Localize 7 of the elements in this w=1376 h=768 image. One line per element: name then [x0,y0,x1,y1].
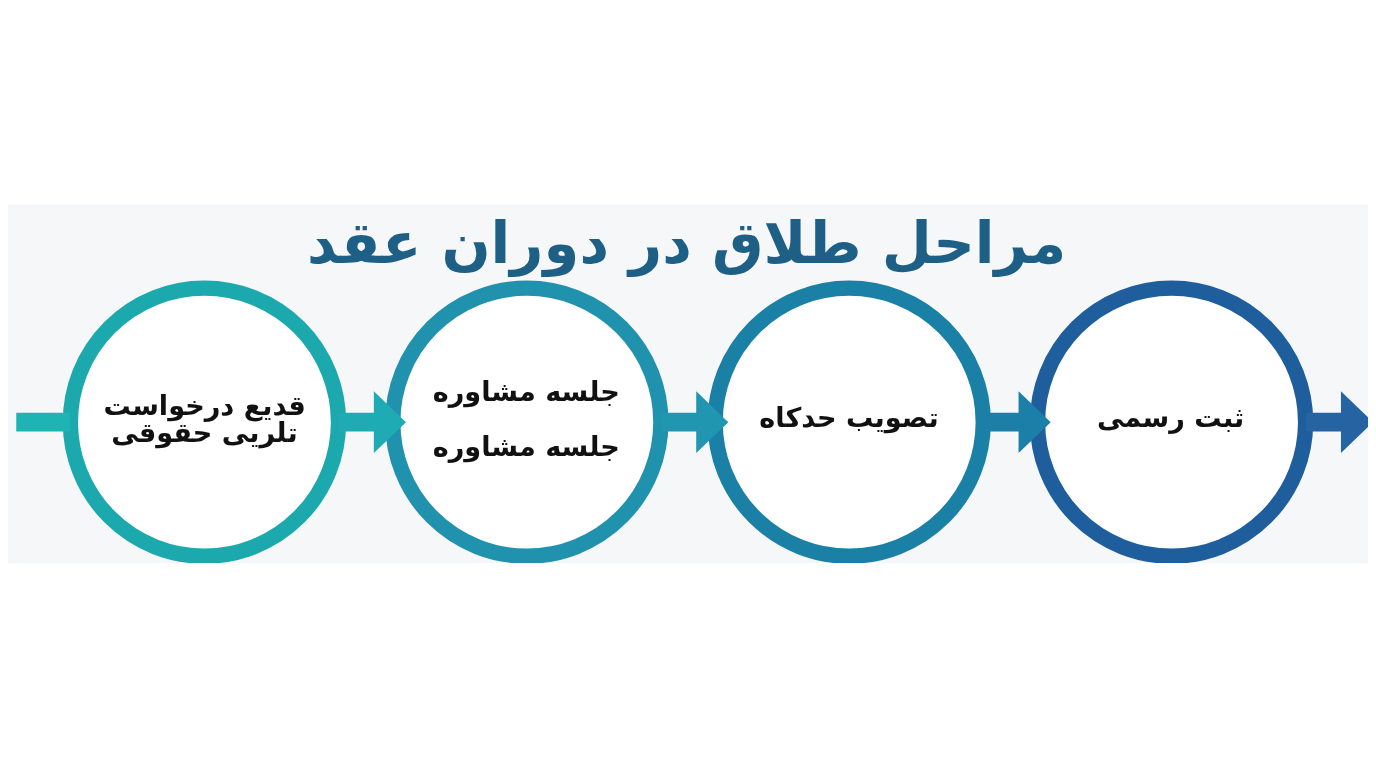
node-circle: قدیع درخواست تلریی حقوقی [62,280,347,563]
diagram-title: مراحل طلاق در دوران عقد [307,209,1067,278]
node-circle: تصویب حدکاه [707,280,991,563]
node-circle: ثبت رسمی [1029,280,1314,563]
node-circle: جلسه مشاوره جلسه مشاوره [385,280,669,563]
connector [16,412,71,432]
arrow [1305,391,1368,454]
